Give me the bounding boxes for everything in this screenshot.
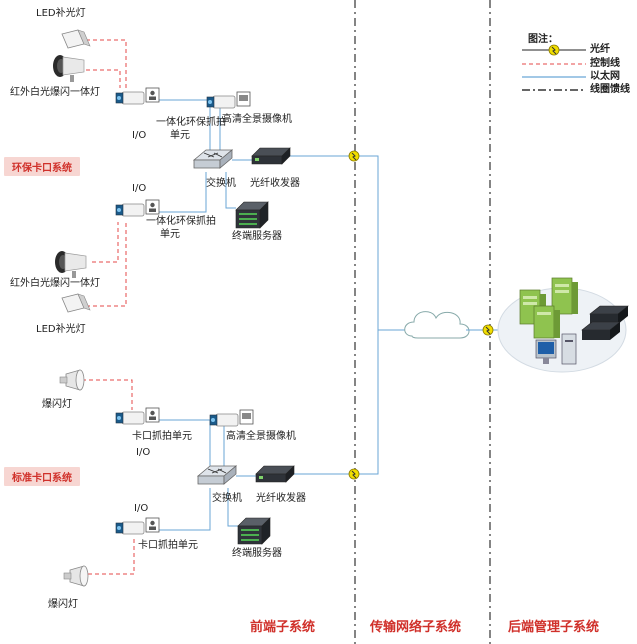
capture-unit-top	[115, 87, 160, 105]
terminal-server-top	[235, 201, 269, 229]
label-fiber-transceiver-bottom: 光纤收发器	[256, 493, 306, 504]
checkpoint-unit-bottom	[115, 517, 160, 535]
legend-item-coil: 线圈馈线	[514, 84, 630, 96]
legend-item-control: 控制线	[514, 58, 630, 70]
control-line-ir-top	[86, 69, 121, 88]
system-tag-standard-checkpoint: 标准卡口系统	[4, 467, 80, 486]
flash-lamp-top	[59, 369, 85, 391]
eth-unit-bottom-switch-b	[158, 488, 211, 531]
label-fiber-transceiver-top: 光纤收发器	[250, 178, 300, 189]
legend-fiber-symbol	[522, 44, 586, 56]
ir-flash-lamp-top	[52, 54, 85, 83]
label-unit-top-b: 卡口抓拍单元	[132, 431, 192, 442]
label-switch-bottom: 交换机	[212, 493, 242, 504]
ir-flash-lamp-bottom	[54, 250, 87, 279]
label-unit-top-line2: 单元	[170, 130, 190, 141]
backend-server-cluster-icon	[497, 277, 629, 373]
switch-bottom	[197, 465, 237, 485]
fiber-node-bottom	[348, 468, 360, 480]
fiber-line-bottom	[294, 330, 379, 475]
label-io-top: I/O	[132, 130, 147, 141]
label-flash-bottom: 爆闪灯	[48, 599, 78, 610]
label-led-light-top: LED补光灯	[36, 8, 86, 19]
control-line-led-bottom	[86, 222, 127, 307]
eth-switch-server-b	[227, 488, 238, 527]
hd-camera-top	[206, 91, 251, 109]
legend-label-ethernet: 以太网	[590, 71, 620, 82]
fiber-node-backend	[482, 324, 494, 336]
terminal-server-bottom	[237, 517, 271, 545]
label-unit-bottom-b: 卡口抓拍单元	[138, 540, 198, 551]
led-light-bottom	[61, 293, 91, 313]
legend-item-ethernet: 以太网	[514, 71, 630, 83]
label-io-bottom: I/O	[132, 183, 147, 194]
eth-switch-server	[225, 172, 236, 209]
fiber-transceiver-bottom	[255, 465, 295, 483]
label-unit-top-line1: 一体化环保抓拍	[156, 117, 226, 128]
label-hd-camera-bottom: 高清全景摄像机	[226, 431, 296, 442]
label-ir-flash-top: 红外白光爆闪一体灯	[10, 87, 100, 98]
legend-label-coil: 线圈馈线	[590, 84, 630, 95]
legend-label-fiber: 光纤	[590, 44, 610, 55]
label-switch-top: 交换机	[206, 178, 236, 189]
capture-unit-bottom	[115, 199, 160, 217]
legend-label-control: 控制线	[590, 58, 620, 69]
label-terminal-server-bottom: 终端服务器	[232, 548, 282, 559]
switch-top	[193, 149, 233, 169]
hd-camera-bottom	[209, 409, 254, 427]
eth-unit-top-switch-b	[158, 419, 211, 466]
legend-ethernet-symbol	[522, 76, 586, 78]
led-light-top	[61, 29, 91, 49]
label-hd-camera-top: 高清全景摄像机	[222, 114, 292, 125]
label-ir-flash-bottom: 红外白光爆闪一体灯	[10, 278, 100, 289]
system-tag-eco-checkpoint: 环保卡口系统	[4, 157, 80, 176]
label-flash-top: 爆闪灯	[42, 399, 72, 410]
legend-title: 图注：	[528, 34, 558, 45]
control-line-flash-bottom	[88, 538, 135, 575]
network-cloud-icon	[404, 311, 470, 339]
label-unit-bottom-line2: 单元	[160, 229, 180, 240]
fiber-line-top	[290, 155, 408, 331]
legend-item-fiber: 光纤	[514, 44, 630, 56]
label-io-top-b: I/O	[136, 447, 151, 458]
eth-unit-bottom-switch	[158, 172, 207, 213]
control-line-led-top	[86, 39, 127, 88]
checkpoint-unit-top	[115, 407, 160, 425]
label-io-bottom-b: I/O	[134, 503, 149, 514]
control-line-ir-bottom	[92, 222, 119, 263]
subsystem-title-front: 前端子系统	[250, 620, 316, 635]
label-terminal-server-top: 终端服务器	[232, 231, 282, 242]
subsystem-title-transport: 传输网络子系统	[370, 620, 462, 635]
label-led-light-bottom: LED补光灯	[36, 324, 86, 335]
subsystem-title-backend: 后端管理子系统	[508, 620, 600, 635]
legend-coil-symbol	[522, 89, 586, 91]
legend-control-symbol	[522, 63, 586, 65]
legend: 图注： 光纤 控制线 以太网 线圈馈线	[514, 28, 630, 98]
fiber-node-top	[348, 150, 360, 162]
flash-lamp-bottom	[63, 565, 89, 587]
fiber-transceiver-top	[251, 147, 291, 165]
label-unit-bottom-line1: 一体化环保抓拍	[146, 216, 216, 227]
control-line-flash-top	[82, 379, 133, 410]
